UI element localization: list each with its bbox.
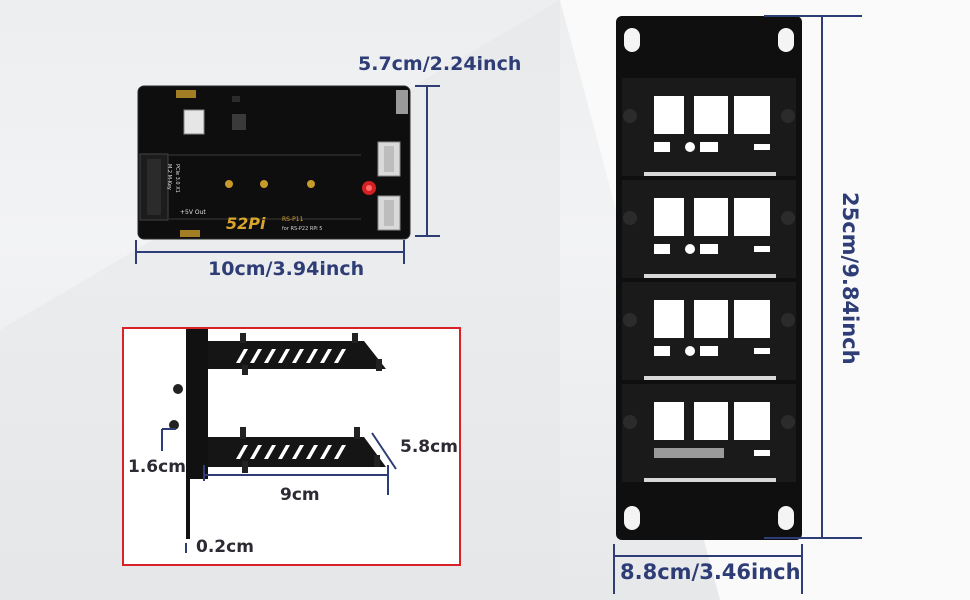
pcb-brand-logo: 52Pi xyxy=(226,214,266,233)
bracket-offset-label: 1.6cm xyxy=(128,457,186,477)
pcb-board: 52Pi RS-P11 for RS-P22 RPi 5 +5V Out M.2… xyxy=(136,84,412,241)
rack-height-label: 25cm/9.84inch xyxy=(838,192,862,365)
board-height-label: 5.7cm/2.24inch xyxy=(358,53,522,75)
sheet-thickness-label: 0.2cm xyxy=(196,537,254,557)
shelf-width-label: 9cm xyxy=(280,485,320,505)
rack-bracket xyxy=(616,16,802,540)
shelf-depth-label: 5.8cm xyxy=(400,437,458,457)
board-width-label: 10cm/3.94inch xyxy=(208,258,365,280)
rack-width-label: 8.8cm/3.46inch xyxy=(620,560,801,584)
pcb-model-label: RS-P11 xyxy=(282,216,304,223)
pcb-power-label: +5V Out xyxy=(180,209,206,216)
detail-box: 1.6cm 9cm 5.8cm 0.2cm xyxy=(122,327,461,566)
shelf-detail-drawing xyxy=(161,329,397,553)
pcb-model-sub-label: for RS-P22 RPi 5 xyxy=(282,226,323,232)
